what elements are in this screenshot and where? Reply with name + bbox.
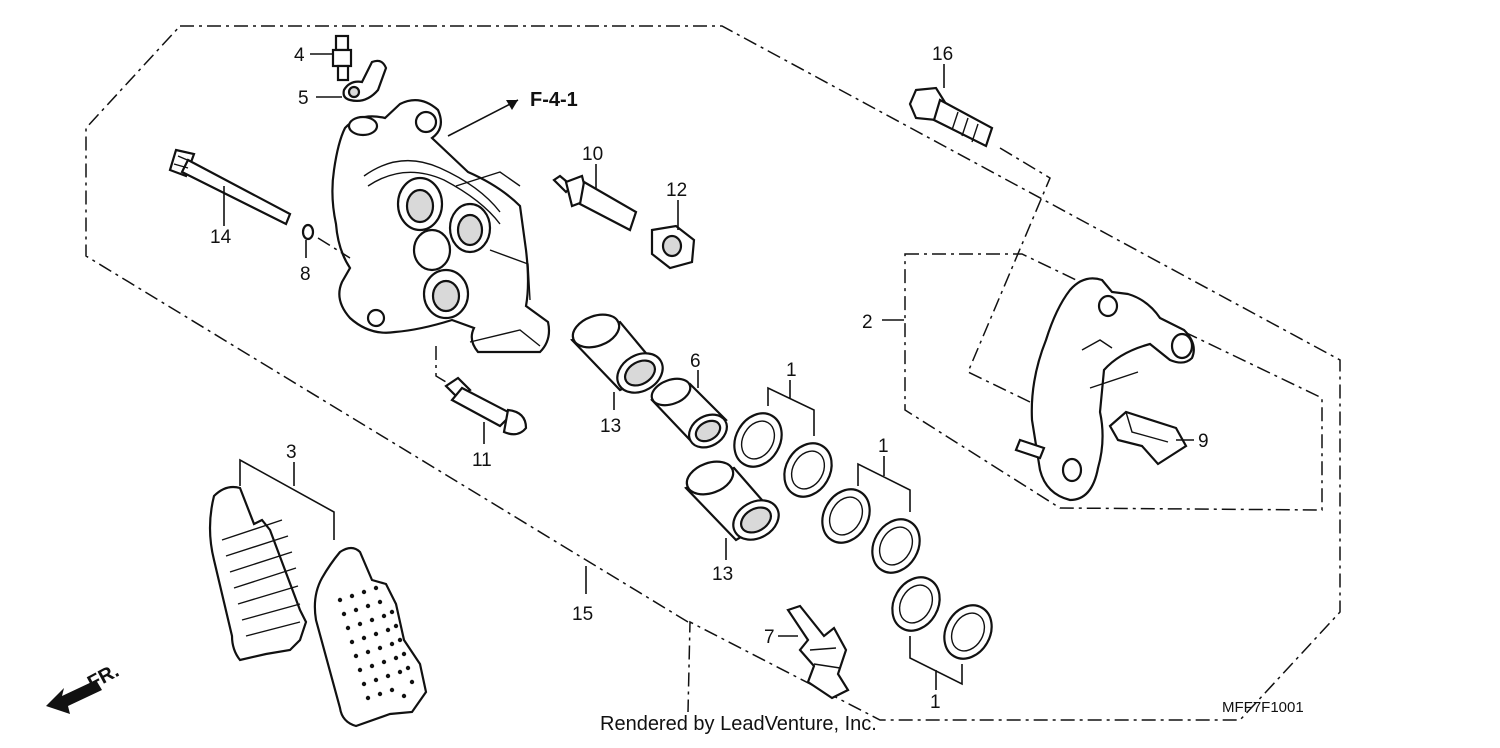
callout-2[interactable]: 2: [862, 312, 873, 333]
seal-set-middle[interactable]: [813, 481, 929, 581]
callout-8[interactable]: 8: [300, 264, 311, 285]
callout-4[interactable]: 4: [294, 45, 305, 66]
front-direction-arrow: [46, 680, 102, 714]
callout-7[interactable]: 7: [764, 627, 775, 648]
ref-label[interactable]: F-4-1: [530, 89, 578, 111]
callout-1c[interactable]: 1: [930, 692, 941, 713]
bleeder-cap[interactable]: [342, 59, 388, 102]
caliper-pin-axis: [435, 346, 447, 383]
callout-15[interactable]: 15: [572, 604, 593, 625]
ref-arrowhead: [506, 100, 518, 110]
bracket-1c: [909, 636, 963, 690]
bracket-boundary: [904, 253, 1323, 511]
bracket-pin[interactable]: [552, 174, 638, 232]
diagram-code: MFF7F1001: [1222, 699, 1304, 716]
piston-lower[interactable]: [682, 456, 785, 548]
caliper-bracket[interactable]: [1014, 277, 1195, 502]
ref-leader: [447, 99, 519, 137]
callout-1b[interactable]: 1: [878, 436, 889, 457]
callout-3[interactable]: 3: [286, 442, 297, 463]
caliper-mount-bolt[interactable]: [908, 86, 994, 148]
seal-set-upper[interactable]: [725, 405, 841, 505]
pin-axis: [317, 237, 351, 259]
bracket-1b: [857, 456, 911, 512]
pad-pin-bolt[interactable]: [168, 148, 292, 226]
callout-13b[interactable]: 13: [712, 564, 733, 585]
washer[interactable]: [301, 223, 315, 241]
bracket-1a: [767, 380, 815, 436]
pad-retainer[interactable]: [1108, 410, 1188, 466]
callout-10[interactable]: 10: [582, 144, 603, 165]
piston-upper[interactable]: [568, 309, 669, 401]
callout-14[interactable]: 14: [210, 227, 232, 248]
bracket-3: [239, 458, 335, 540]
callout-16[interactable]: 16: [932, 44, 953, 65]
callout-12[interactable]: 12: [666, 180, 687, 201]
flange-nut[interactable]: [650, 224, 696, 270]
seal-set-lower[interactable]: [883, 569, 1001, 667]
render-credit: Rendered by LeadVenture, Inc.: [600, 713, 877, 735]
brake-pad-right[interactable]: [313, 546, 428, 728]
callout-13a[interactable]: 13: [600, 416, 621, 437]
callout-5[interactable]: 5: [298, 88, 309, 109]
pad-spring[interactable]: [786, 604, 850, 700]
piston-small[interactable]: [648, 374, 733, 454]
brake-pad-left[interactable]: [208, 485, 308, 662]
callout-6[interactable]: 6: [690, 351, 701, 372]
callout-1a[interactable]: 1: [786, 360, 797, 381]
callout-11[interactable]: 11: [472, 450, 492, 471]
bleeder-screw[interactable]: [331, 34, 353, 82]
caliper-body[interactable]: [331, 99, 551, 354]
assembly-boundary: [85, 25, 1341, 721]
bolt-16-axis: [967, 147, 1051, 403]
callout-9[interactable]: 9: [1198, 431, 1209, 452]
caliper-pin[interactable]: [444, 376, 528, 436]
